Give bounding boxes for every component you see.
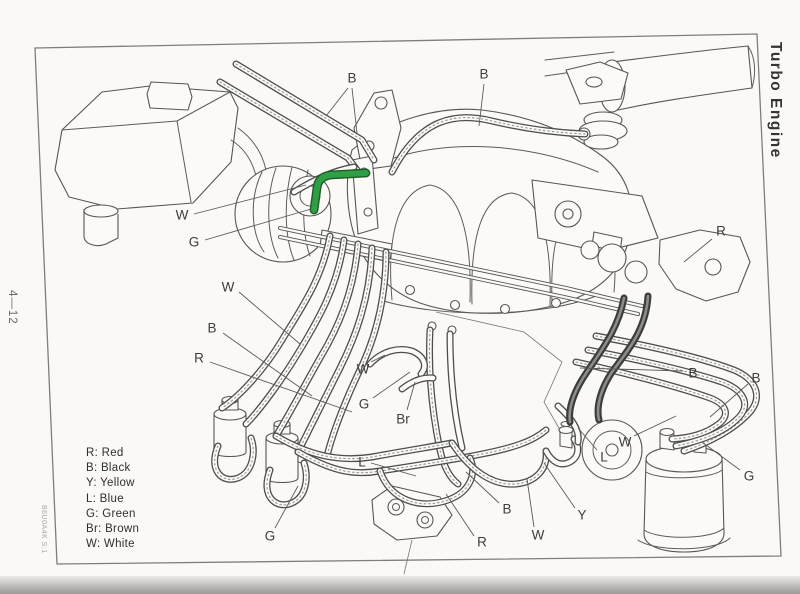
color-code-legend: R: Red B: Black Y: Yellow L: Blue G: Gre… xyxy=(86,446,139,552)
pulley xyxy=(581,419,643,481)
throttle-egr-cluster xyxy=(435,179,751,431)
hose-color-label: B xyxy=(502,502,511,517)
hose-color-label: R xyxy=(194,351,204,366)
page-frame xyxy=(34,33,782,565)
section-title: Turbo Engine xyxy=(767,42,784,159)
legend-item: G: Green xyxy=(86,507,136,520)
hose-color-label: B xyxy=(347,71,356,86)
air-duct-and-actuator xyxy=(544,45,756,150)
hose-color-label: W xyxy=(222,280,235,295)
leader-line xyxy=(543,462,576,509)
page-number: 4—12 xyxy=(6,290,18,325)
hose-color-label: W xyxy=(176,208,189,223)
legend-item: Br: Brown xyxy=(86,523,140,536)
mount-bracket xyxy=(371,485,453,575)
leader-line xyxy=(526,478,535,528)
legend-item: B: Black xyxy=(86,462,131,475)
footer-code: B6U0A4K S:1 xyxy=(40,505,47,554)
legend-item: Y: Yellow xyxy=(86,477,135,490)
hose-color-label: B xyxy=(207,321,216,336)
scanner-shadow xyxy=(0,576,800,594)
leader-line xyxy=(238,291,301,345)
hose-color-label: Br xyxy=(396,412,410,427)
hose-color-label: W xyxy=(532,528,545,543)
hose-color-label: G xyxy=(744,469,755,484)
hose-color-label: R xyxy=(477,535,487,550)
legend-item: R: Red xyxy=(86,447,124,459)
legend-item: W: White xyxy=(86,538,135,551)
legend-item: L: Blue xyxy=(86,492,124,505)
hose-color-label: B xyxy=(479,67,488,82)
hose-color-label: Y xyxy=(577,508,586,523)
air-cleaner-box xyxy=(54,81,267,247)
hose-color-label: G xyxy=(359,397,370,412)
hose-color-label: G xyxy=(265,529,276,544)
leader-line xyxy=(325,87,349,117)
hose-color-label: G xyxy=(189,235,200,250)
